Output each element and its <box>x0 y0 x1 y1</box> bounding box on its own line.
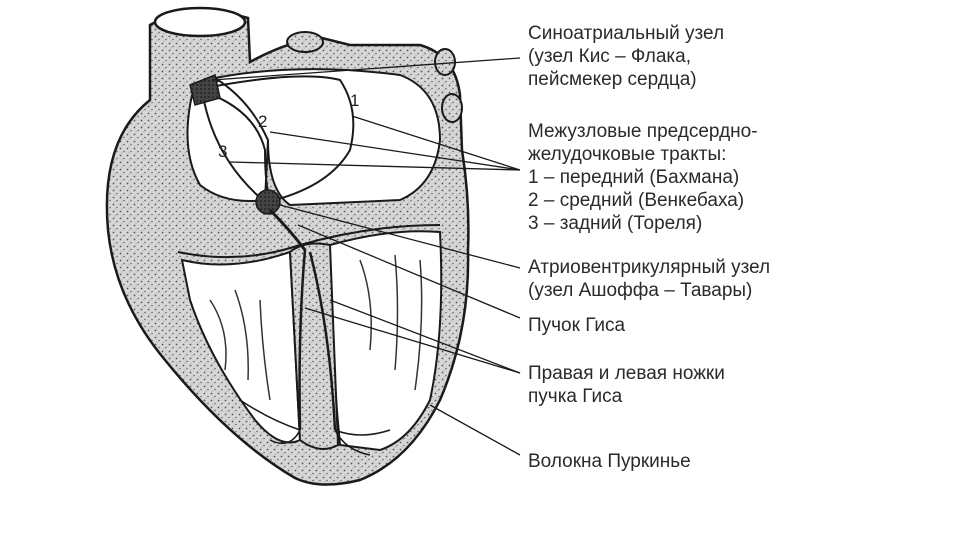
tract-number-2: 2 <box>258 112 267 131</box>
pulmonary-vein <box>442 94 462 122</box>
label-line: 3 – задний (Тореля) <box>528 212 758 235</box>
label-av-node: Атриовентрикулярный узел (узел Ашоффа – … <box>528 256 770 302</box>
pulmonary-vein <box>287 32 323 52</box>
label-line: Атриовентрикулярный узел <box>528 256 770 279</box>
label-bundle-branches: Правая и левая ножки пучка Гиса <box>528 362 725 408</box>
label-sa-node: Синоатриальный узел (узел Кис – Флака, п… <box>528 22 724 91</box>
label-line: желудочковые тракты: <box>528 143 758 166</box>
label-line: Правая и левая ножки <box>528 362 725 385</box>
label-line: Волокна Пуркинье <box>528 450 691 473</box>
label-purkinje: Волокна Пуркинье <box>528 450 691 473</box>
label-internodal-tracts: Межузловые предсердно- желудочковые трак… <box>528 120 758 235</box>
av-node <box>256 190 280 214</box>
label-line: Пучок Гиса <box>528 314 625 337</box>
label-his-bundle: Пучок Гиса <box>528 314 625 337</box>
label-line: 1 – передний (Бахмана) <box>528 166 758 189</box>
label-line: (узел Ашоффа – Тавары) <box>528 279 770 302</box>
pulmonary-vein <box>435 49 455 75</box>
tract-number-3: 3 <box>218 142 227 161</box>
aorta-opening <box>155 8 245 36</box>
label-line: пучка Гиса <box>528 385 725 408</box>
leader-purkinje <box>430 405 520 455</box>
tract-number-1: 1 <box>350 91 359 110</box>
label-line: Синоатриальный узел <box>528 22 724 45</box>
label-line: (узел Кис – Флака, <box>528 45 724 68</box>
label-line: Межузловые предсердно- <box>528 120 758 143</box>
label-line: пейсмекер сердца) <box>528 68 724 91</box>
label-line: 2 – средний (Венкебаха) <box>528 189 758 212</box>
